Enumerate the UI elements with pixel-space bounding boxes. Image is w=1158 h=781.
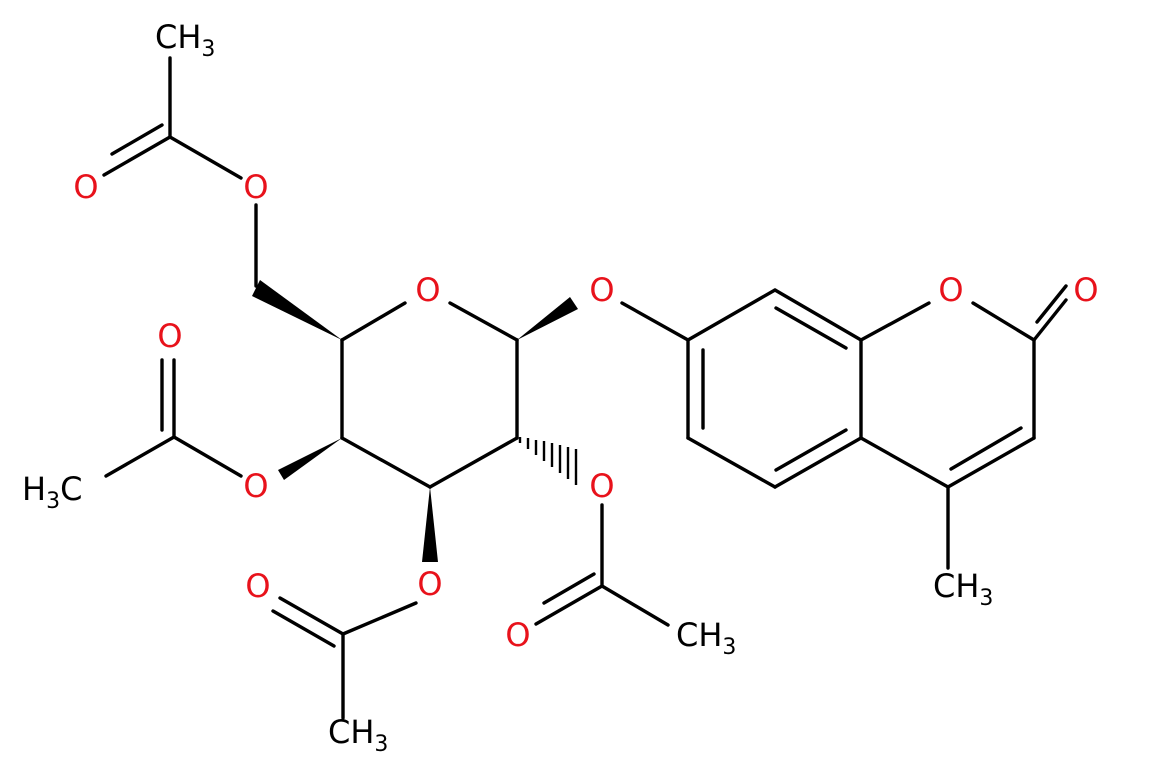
bond-c7-c8	[686, 288, 777, 342]
bond-carbonyl-bottom-a	[278, 596, 345, 636]
atom-o-ring: O	[415, 271, 440, 309]
bond-c3-c4-inner	[949, 426, 1023, 471]
atom-o-carbonyl-top: O	[73, 168, 98, 206]
bond-lines	[102, 56, 1068, 720]
atom-o-ester-right: O	[589, 467, 614, 505]
wedge-c5-ch2	[252, 280, 342, 340]
bond-carbonyl-right-b	[542, 572, 596, 605]
bond-c4a-c5-inner	[774, 428, 848, 472]
atom-o-glycosidic: O	[589, 271, 614, 309]
bond-c2-o-b	[1035, 284, 1068, 324]
methyl-left: H3C	[22, 470, 82, 514]
bond-c8-c8a-inner	[774, 306, 848, 350]
bond-carbonyl-b	[110, 123, 164, 156]
bond-o-c7	[620, 301, 690, 342]
bond-ch3-left	[104, 435, 176, 478]
atom-o-ester-bottom: O	[417, 565, 442, 603]
bond-ring-o-c5	[340, 301, 407, 342]
bond-c8a-o1	[859, 301, 931, 342]
atom-o-carbonyl-left: O	[157, 317, 182, 355]
bond-c8-c8a	[773, 288, 863, 342]
bond-c3-c4	[946, 436, 1036, 489]
wedge-c3-o	[422, 487, 438, 562]
atom-o-lactone: O	[938, 271, 963, 309]
atom-o-carbonyl-right: O	[505, 616, 530, 654]
bond-ch3-right	[600, 584, 670, 627]
methyl-coumarin: CH3	[933, 567, 993, 611]
bond-carbonyl-bottom-b	[271, 609, 336, 648]
bond-c-o-left	[172, 435, 243, 478]
bond-c3-c2	[428, 436, 519, 489]
wedge-bonds	[252, 280, 578, 562]
atom-o-ester-left: O	[243, 467, 268, 505]
bond-o1-c2	[971, 301, 1036, 342]
atom-o-carbonyl-bottom: O	[245, 567, 270, 605]
methyl-right: CH3	[676, 616, 736, 660]
oxygen-labels: O O O O O O O O O O O O	[73, 168, 1098, 654]
bond-c-o-ester	[168, 135, 243, 180]
bond-c5-c6	[686, 436, 777, 489]
bond-c4-c3	[340, 436, 432, 489]
wedge-c1-o	[517, 297, 578, 340]
bond-carbonyl-right-a	[534, 584, 604, 626]
hashed-wedge-c2-o	[518, 437, 578, 485]
atom-o-lactone-carbonyl: O	[1073, 271, 1098, 309]
methyl-bottom: CH3	[328, 713, 388, 757]
bond-c2-o-a	[1032, 298, 1068, 342]
methyl-top: CH3	[155, 18, 215, 62]
bond-o-c-bottom	[341, 601, 418, 636]
bond-carbonyl-a	[102, 135, 172, 177]
atom-o-ester-top: O	[243, 168, 268, 206]
bond-ring-o-c1	[448, 301, 519, 342]
bond-c4-c4a	[859, 436, 950, 489]
wedge-c4-o	[278, 438, 342, 480]
methyl-labels: CH3 H3C CH3 CH3 CH3	[22, 18, 993, 757]
bond-c4a-c5	[773, 436, 863, 489]
